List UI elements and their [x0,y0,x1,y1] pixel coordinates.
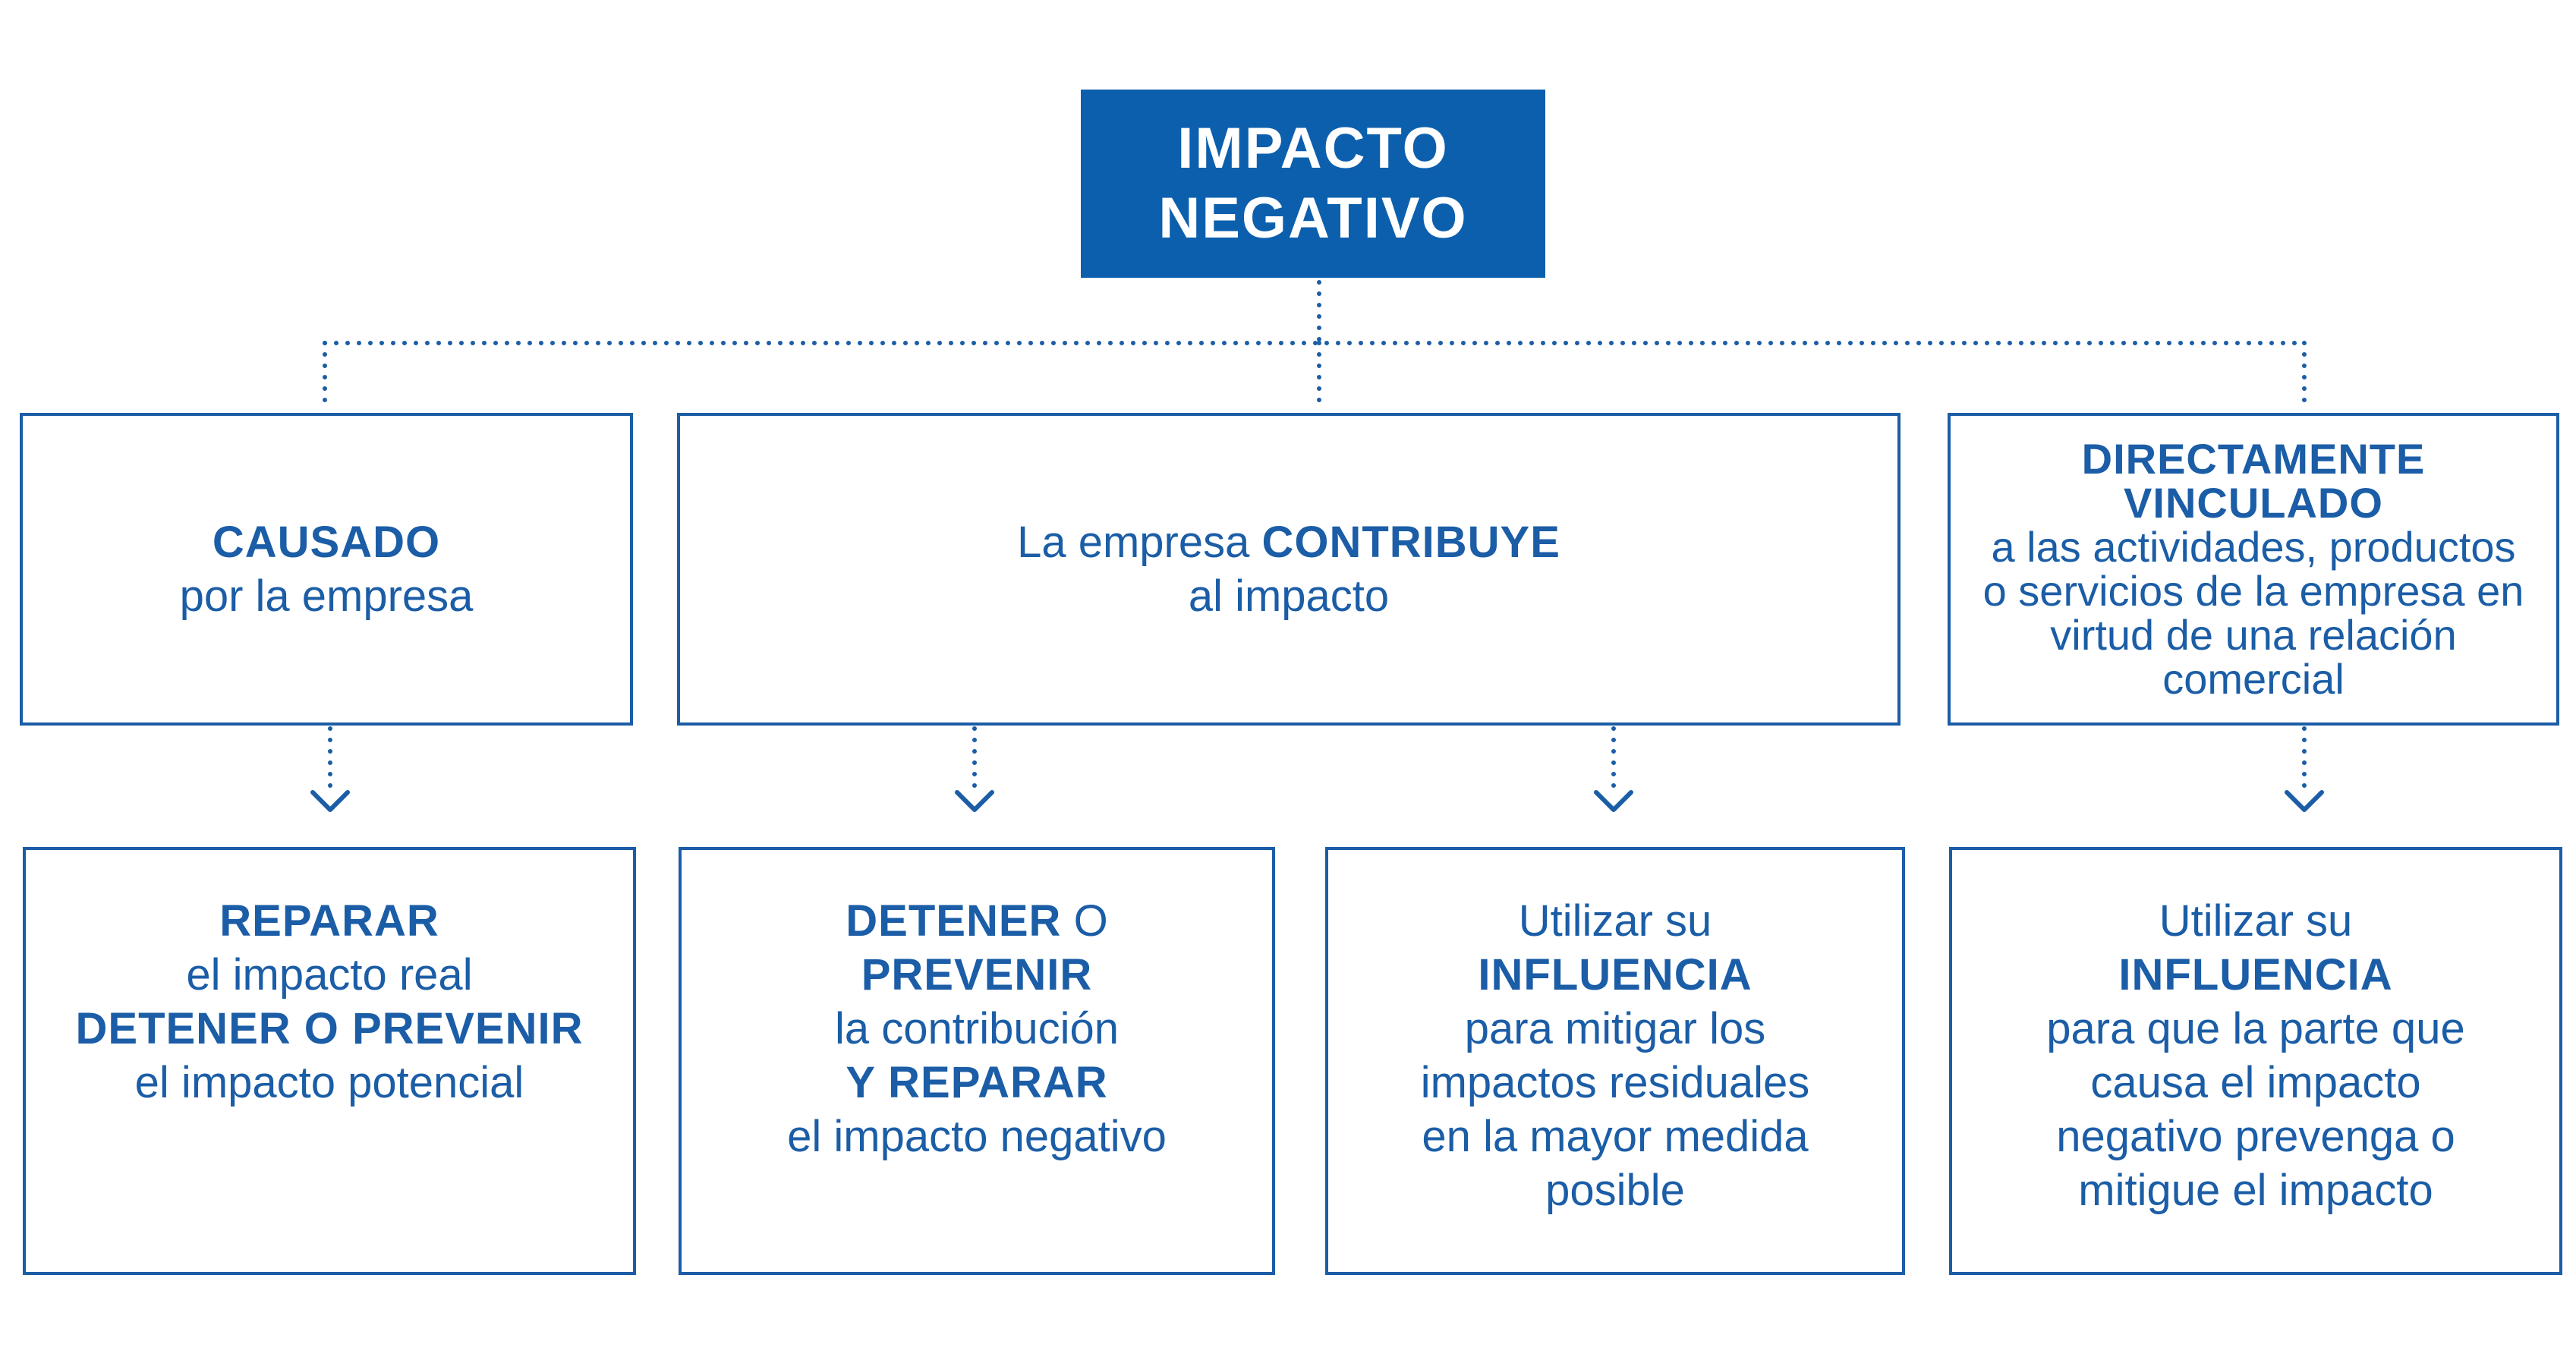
mitigar-line-6: posible [1545,1166,1685,1215]
box-influencia-mitigar: Utilizar su INFLUENCIA para mitigar los … [1325,847,1905,1275]
reparar-line-4: el impacto potencial [134,1058,524,1107]
header-line-2: NEGATIVO [1158,186,1468,250]
vinculado-text-2: o servicios de la empresa en [1982,567,2524,615]
arrow-vinculado-icon [2285,790,2324,812]
detener-line-4: Y REPARAR [846,1058,1108,1107]
mitigar-line-4: impactos residuales [1420,1058,1810,1107]
box-influencia-prevenga: Utilizar su INFLUENCIA para que la parte… [1949,847,2562,1275]
prevenga-line-4: causa el impacto [2090,1058,2421,1107]
mitigar-line-2: INFLUENCIA [1478,950,1752,1000]
mitigar-line-5: en la mayor medida [1422,1112,1809,1161]
prevenga-line-1: Utilizar su [2159,896,2353,946]
detener-line-2: PREVENIR [861,950,1093,1000]
box-detener-prevenir: DETENER O PREVENIR la contribución Y REP… [679,847,1275,1275]
header-impacto-negativo: IMPACTO NEGATIVO [1081,90,1545,278]
contribuye-line-1: La empresa CONTRIBUYE [1017,515,1560,569]
vinculado-title-2: VINCULADO [2124,479,2383,527]
arrow-causado-icon [310,790,350,812]
causado-title: CAUSADO [212,518,441,567]
contribuye-line-2: al impacto [1188,571,1390,621]
vinculado-text-1: a las actividades, productos [1991,523,2516,571]
arrow-contribuye-right-icon [1594,790,1633,812]
causado-text: por la empresa [179,571,474,621]
box-contribuye: La empresa CONTRIBUYE al impacto [677,413,1901,726]
header-line-1: IMPACTO [1177,116,1449,181]
box-directamente-vinculado: DIRECTAMENTE VINCULADO a las actividades… [1948,413,2559,726]
prevenga-line-5: negativo prevenga o [2056,1112,2455,1161]
reparar-line-2: el impacto real [186,950,473,1000]
vinculado-text-3: virtud de una relación [2050,611,2457,659]
reparar-line-1: REPARAR [219,896,439,946]
prevenga-line-2: INFLUENCIA [2118,950,2393,1000]
mitigar-line-3: para mitigar los [1464,1004,1766,1053]
detener-line-5: el impacto negativo [787,1112,1167,1161]
reparar-line-3: DETENER O PREVENIR [75,1004,584,1053]
vinculado-title-1: DIRECTAMENTE [2081,435,2426,483]
detener-line-3: la contribución [835,1004,1119,1053]
box-reparar: REPARAR el impacto real DETENER O PREVEN… [23,847,636,1275]
box-causado: CAUSADO por la empresa [20,413,633,726]
contribuye-bold: CONTRIBUYE [1261,518,1560,567]
mitigar-line-1: Utilizar su [1518,896,1712,946]
prevenga-line-3: para que la parte que [2046,1004,2465,1053]
vinculado-text-4: comercial [2162,655,2345,703]
detener-line-1: DETENER O [846,894,1107,948]
prevenga-line-6: mitigue el impacto [2078,1166,2433,1215]
contribuye-text-pre: La empresa [1017,518,1262,567]
arrow-contribuye-left-icon [955,790,994,812]
detener-rest: O [1061,896,1108,946]
detener-bold: DETENER [846,896,1062,946]
